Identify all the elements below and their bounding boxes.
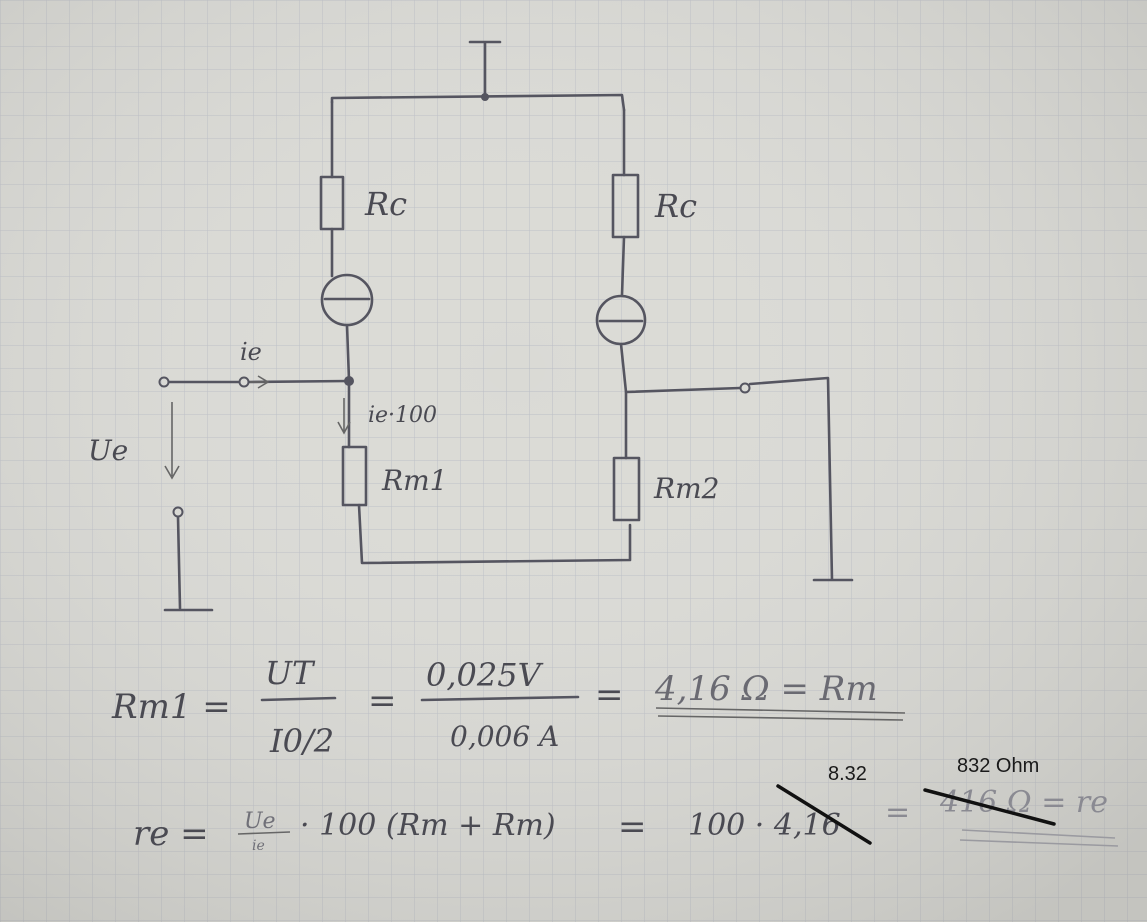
correction-value-2: 832 Ohm [957,755,1039,777]
formula1-eq1: = [368,681,397,721]
formula2-frac-den: ie [252,838,265,854]
formula2-eq2: = [885,795,910,830]
formula-rm1: Rm1 = UT I0/2 = 0,025V 0,006 A = 4,16 Ω … [111,654,906,760]
formula1-eq2: = [595,675,624,715]
output-terminal [739,382,751,394]
formula1-numerator1: UT [265,654,316,692]
formula2-eq1: = [618,807,647,847]
right-branch-wire-mid [620,235,626,297]
bottom-rail-wire [357,503,632,565]
rc-right-resistor [611,173,640,239]
corrections: 8.32 832 Ohm [776,755,1056,845]
rm1-resistor [341,445,368,507]
ground-wire [163,515,214,612]
formula1-fraction-bar1 [260,696,337,702]
top-rail-wire [330,93,626,112]
output-wire [624,386,742,394]
formula2-frac-bar [237,831,291,835]
ie100-arrow [337,398,351,435]
formula2-result-underline [959,829,1119,847]
rc-right-label: Rc [654,187,697,225]
formula1-numerator2: 0,025V [426,656,544,694]
formula2-expr: · 100 (Rm + Rm) [300,808,556,843]
ue-arrow [164,402,180,480]
formula1-result-underline [655,707,906,721]
supply-terminal [468,40,502,99]
formula1-denominator2: 0,006 A [450,720,559,753]
correction-value-1: 8.32 [828,763,867,785]
formula2-lhs: re = [133,814,209,854]
formula1-lhs: Rm1 = [111,687,231,727]
rm2-resistor [612,456,641,522]
formula2-rhs1: 100 · 4,16 [688,808,841,843]
formula1-result: 4,16 Ω = Rm [654,669,878,709]
output-ground-wire [748,376,854,582]
strike-line-2 [923,788,1056,826]
supply-junction-dot [481,93,489,101]
ie-label: ie [240,338,262,366]
input-wire-gap-dot [238,376,250,388]
circuit-schematic: Rc Rc ie ie·100 Ue Rm1 Rm2 [88,40,854,612]
rc-left-label: Rc [364,185,407,223]
formula1-denominator1: I0/2 [269,722,334,760]
rm1-label: Rm1 [381,464,447,497]
rm2-label: Rm2 [653,472,719,505]
ie100-label: ie·100 [368,403,437,428]
ie-arrow [250,375,270,389]
formula2-frac-num: Ue [244,809,276,834]
ue-label: Ue [88,434,128,467]
strike-line-1 [776,784,872,845]
formula1-fraction-bar2 [420,695,580,702]
